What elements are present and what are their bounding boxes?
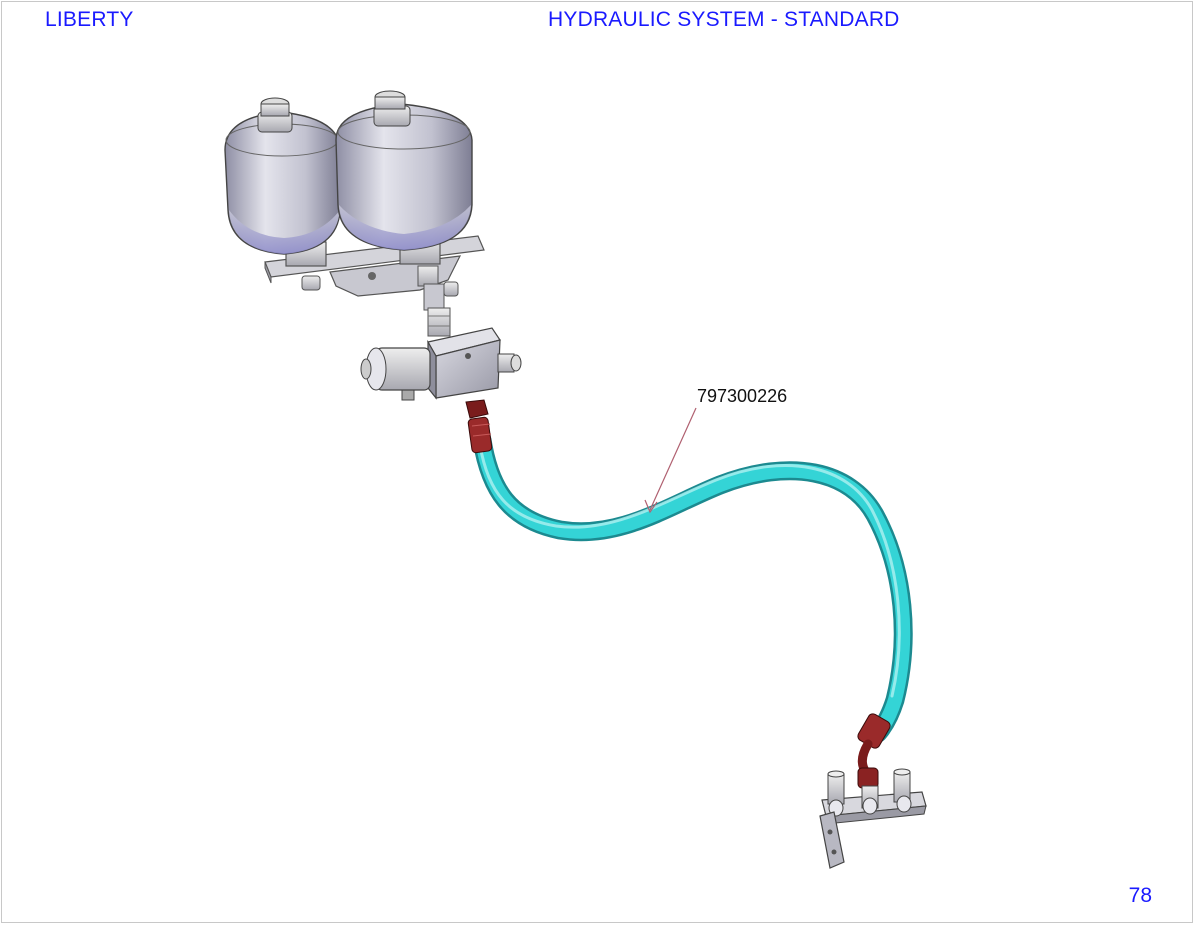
- machine-name: LIBERTY: [45, 8, 134, 31]
- connector-fittings: [417, 265, 459, 337]
- hydraulic-hose: [472, 430, 913, 743]
- left-accumulator: [224, 97, 341, 267]
- callout-part-number: 797300226: [697, 386, 788, 406]
- right-accumulator: [335, 90, 473, 265]
- page-title: HYDRAULIC SYSTEM - STANDARD: [548, 8, 900, 31]
- upper-hose-fitting: [465, 399, 493, 454]
- mounting-bracket: [819, 811, 845, 869]
- solenoid-coil: [360, 347, 431, 391]
- callout-leader: [644, 407, 697, 514]
- distribution-manifold: [821, 768, 927, 825]
- lower-hose-fitting: [857, 713, 891, 789]
- page-number: 78: [1128, 884, 1152, 907]
